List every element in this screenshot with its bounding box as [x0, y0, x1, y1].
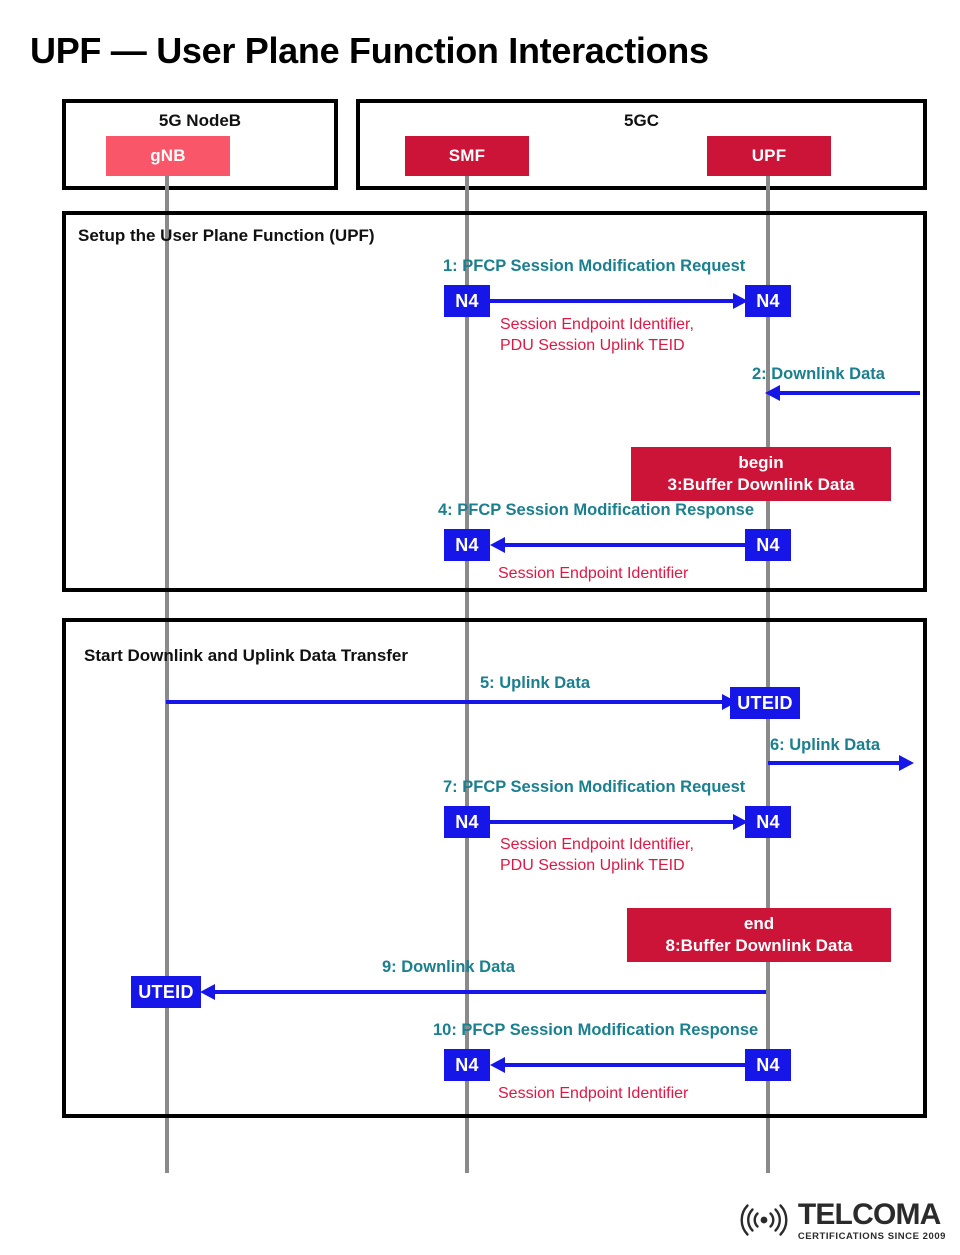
setup-frame: [62, 211, 927, 592]
message-7-target-tag: N4: [745, 806, 791, 838]
message-2-label: 2: Downlink Data: [752, 365, 885, 383]
lifeline-gnb: [165, 176, 169, 1173]
note-3-line-2: 3:Buffer Downlink Data: [667, 475, 855, 494]
actor-smf[interactable]: SMF: [405, 136, 529, 176]
message-2-arrow-head: [765, 385, 780, 401]
message-4-params: Session Endpoint Identifier: [498, 565, 689, 582]
message-1-params: Session Endpoint Identifier, PDU Session…: [500, 316, 694, 355]
page-title: UPF — User Plane Function Interactions: [30, 30, 709, 71]
message-1-arrow-line: [490, 299, 735, 303]
message-1-arrow-head: [733, 293, 748, 309]
5gc-group-label: 5GC: [624, 111, 659, 130]
message-10-params: Session Endpoint Identifier: [498, 1085, 689, 1102]
transfer-frame: [62, 618, 927, 1118]
note-8-line-2: 8:Buffer Downlink Data: [665, 936, 853, 955]
note-8-line-1: end: [743, 914, 775, 934]
message-7-source-tag: N4: [444, 806, 490, 838]
lifeline-smf: [465, 176, 469, 1173]
logo-text: TELCOMA CERTIFICATIONS SINCE 2009: [797, 1197, 946, 1242]
message-5-arrow-line: [166, 700, 726, 704]
logo-wordmark: TELCOMA: [797, 1197, 942, 1231]
message-1-source-tag: N4: [444, 285, 490, 317]
message-4-arrow-head: [490, 537, 505, 553]
actor-upf[interactable]: UPF: [707, 136, 831, 176]
message-9-arrow-line: [215, 990, 766, 994]
setup-frame-label: Setup the User Plane Function (UPF): [78, 226, 375, 245]
message-10-source-tag: N4: [745, 1049, 791, 1081]
message-7-arrow-line: [490, 820, 735, 824]
message-5-target-tag: UTEID: [730, 687, 800, 719]
lifeline-upf: [766, 176, 770, 1173]
message-4-arrow-line: [505, 543, 745, 547]
message-1-label: 1: PFCP Session Modification Request: [443, 257, 746, 275]
gnb-group-label: 5G NodeB: [158, 111, 242, 130]
message-9-label: 9: Downlink Data: [382, 958, 515, 976]
message-5-label: 5: Uplink Data: [480, 674, 591, 692]
message-9-arrow-head: [200, 984, 215, 1000]
message-10-arrow-head: [490, 1057, 505, 1073]
telcoma-logo: TELCOMA CERTIFICATIONS SINCE 2009: [735, 1197, 946, 1242]
note-3-buffer-begin: begin 3:Buffer Downlink Data: [631, 447, 891, 501]
message-9-target-tag: UTEID: [131, 976, 201, 1008]
message-4-target-tag: N4: [444, 529, 490, 561]
message-6-arrow-head: [899, 755, 914, 771]
message-2-arrow-line: [780, 391, 920, 395]
message-10-arrow-line: [505, 1063, 745, 1067]
message-6-arrow-line: [768, 761, 902, 765]
message-1-target-tag: N4: [745, 285, 791, 317]
note-3-line-1: begin: [738, 453, 784, 473]
message-10-target-tag: N4: [444, 1049, 490, 1081]
message-4-label: 4: PFCP Session Modification Response: [438, 501, 755, 519]
transfer-frame-label: Start Downlink and Uplink Data Transfer: [84, 646, 409, 665]
message-6-label: 6: Uplink Data: [770, 736, 881, 754]
actor-gnb[interactable]: gNB: [106, 136, 230, 176]
message-7-params: Session Endpoint Identifier, PDU Session…: [500, 836, 694, 875]
message-10-label: 10: PFCP Session Modification Response: [433, 1021, 759, 1039]
radio-wave-icon: [740, 1204, 788, 1236]
message-7-arrow-head: [733, 814, 748, 830]
note-8-buffer-end: end 8:Buffer Downlink Data: [627, 908, 891, 962]
logo-tagline: CERTIFICATIONS SINCE 2009: [797, 1230, 946, 1242]
message-4-source-tag: N4: [745, 529, 791, 561]
message-7-label: 7: PFCP Session Modification Request: [443, 778, 746, 796]
